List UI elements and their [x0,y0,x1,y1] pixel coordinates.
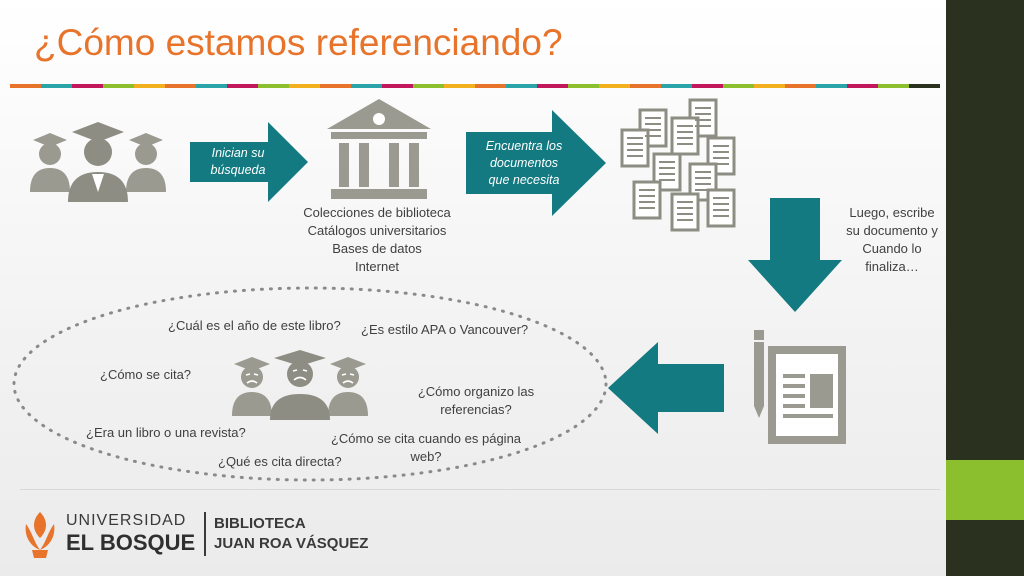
question-item: ¿Qué es cita directa? [218,454,342,469]
find-documents-arrow [466,110,606,216]
resource-item: Bases de datos [332,241,422,256]
library-building-icon [327,99,431,199]
stripe-segment [847,84,878,88]
sidebar-green-accent [946,460,1024,520]
writing-note: Luego, escribe su documento y Cuando lo … [846,205,938,274]
worried-graduates-icon [232,350,368,420]
stripe-segment [754,84,785,88]
university-name-line1: UNIVERSIDAD [66,512,187,529]
arrow-label-start-search: Inician su búsqueda [210,146,266,177]
stripe-segment [103,84,134,88]
stripe-segment [537,84,568,88]
question-item: ¿Cómo organizo las referencias? [417,384,535,417]
stripe-segment [289,84,320,88]
stripe-segment [630,84,661,88]
question-item: ¿Es estilo APA o Vancouver? [361,322,529,337]
stripe-segment [723,84,754,88]
documents-stack-icon [620,98,736,232]
stripe-segment [413,84,444,88]
resource-item: Catálogos universitarios [307,223,447,238]
color-stripe-divider [10,84,940,88]
stripe-segment [568,84,599,88]
stripe-segment [785,84,816,88]
arrow-label-find-documents: Encuentra los documentos que necesita [485,139,563,187]
question-item: ¿Cómo se cita cuando es página web? [330,431,522,464]
resource-item: Internet [354,259,400,274]
question-item: ¿Cuál es el año de este libro? [168,318,341,333]
graduates-group-icon [30,122,166,202]
library-name-line2: JUAN ROA VÁSQUEZ [214,535,369,552]
stripe-segment [599,84,630,88]
footer-divider [20,489,940,490]
library-name-line1: BIBLIOTECA [214,515,306,532]
stripe-segment [475,84,506,88]
stripe-segment [909,84,940,88]
stripe-segment [816,84,847,88]
return-arrow [608,342,724,434]
question-item: ¿Era un libro o una revista? [86,425,246,440]
stripe-segment [444,84,475,88]
library-resources-list: Colecciones de biblioteca Catálogos univ… [282,204,472,276]
stripe-segment [134,84,165,88]
question-item: ¿Cómo se cita? [100,367,192,382]
stripe-segment [227,84,258,88]
stripe-segment [382,84,413,88]
stripe-segment [72,84,103,88]
logo-separator [204,512,206,556]
down-arrow [748,198,842,312]
stripe-segment [10,84,41,88]
stripe-segment [661,84,692,88]
document-pencil-icon [754,330,846,444]
stripe-segment [878,84,909,88]
stripe-segment [506,84,537,88]
stripe-segment [196,84,227,88]
search-start-arrow [190,122,308,202]
questions-ellipse [12,286,608,482]
slide-title: ¿Cómo estamos referenciando? [34,22,563,63]
stripe-segment [351,84,382,88]
stripe-segment [258,84,289,88]
stripe-segment [165,84,196,88]
resource-item: Colecciones de biblioteca [303,205,451,220]
stripe-segment [692,84,723,88]
university-name-line2: EL BOSQUE [66,530,196,555]
stripe-segment [320,84,351,88]
university-emblem-icon [25,512,55,558]
stripe-segment [41,84,72,88]
